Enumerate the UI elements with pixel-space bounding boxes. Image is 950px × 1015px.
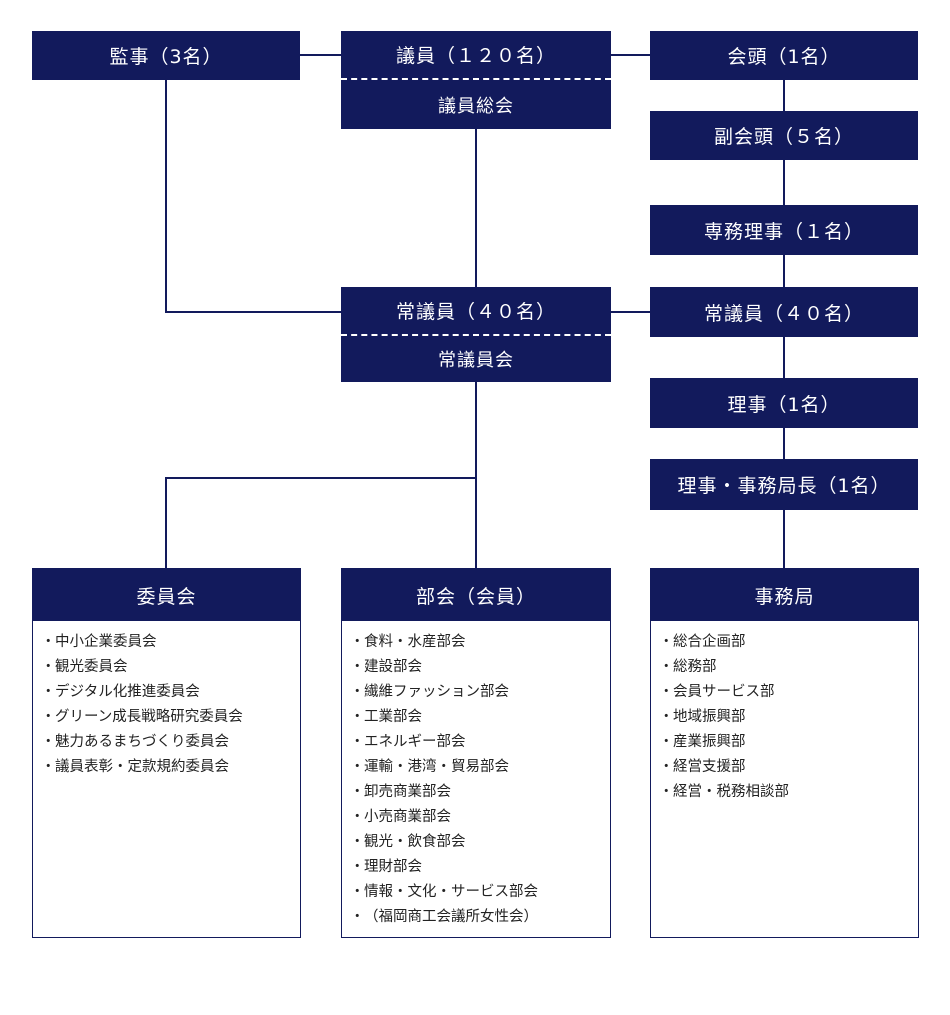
list-item: ・経営支援部 (659, 759, 746, 775)
secretariat-panel: 事務局 ・総合企画部 ・総務部 ・会員サービス部 ・地域振興部 ・産業振興部 ・… (650, 568, 919, 938)
committees-title: 委員会 (33, 569, 300, 621)
list-item: ・繊維ファッション部会 (350, 684, 509, 700)
vice-chairman-label: 副会頭（５名） (713, 126, 854, 148)
list-item: ・情報・文化・サービス部会 (350, 884, 538, 900)
list-item: ・運輸・港湾・貿易部会 (350, 759, 509, 775)
list-item: ・（福岡商工会議所女性会） (350, 909, 538, 925)
list-item: ・産業振興部 (659, 734, 746, 750)
list-item: ・デジタル化推進委員会 (41, 684, 200, 700)
list-item: ・魅力あるまちづくり委員会 (41, 734, 229, 750)
chairman-label: 会頭（1名） (727, 46, 841, 68)
list-item: ・経営・税務相談部 (659, 784, 789, 800)
list-item: ・エネルギー部会 (350, 734, 466, 750)
list-item: ・中小企業委員会 (41, 634, 157, 650)
council-divider (341, 78, 611, 80)
list-item: ・地域振興部 (659, 709, 746, 725)
list-item: ・総合企画部 (659, 634, 746, 650)
list-item: ・観光委員会 (41, 659, 128, 675)
standing-divider (341, 334, 611, 336)
list-item: ・総務部 (659, 659, 717, 675)
secretariat-title: 事務局 (651, 569, 918, 621)
list-item: ・理財部会 (350, 859, 422, 875)
council-assembly-label: 議員総会 (438, 95, 514, 117)
line-auditors-standing (165, 80, 341, 313)
list-item: ・会員サービス部 (659, 684, 775, 700)
committees-panel: 委員会 ・中小企業委員会 ・観光委員会 ・デジタル化推進委員会 ・グリーン成長戦… (32, 568, 301, 938)
list-item: ・グリーン成長戦略研究委員会 (41, 709, 243, 725)
standing-members-label: 常議員（４０名） (395, 301, 556, 323)
list-item: ・観光・飲食部会 (350, 834, 466, 850)
secretariat-list: ・総合企画部 ・総務部 ・会員サービス部 ・地域振興部 ・産業振興部 ・経営支援… (651, 621, 918, 805)
vice-chairman-box: 副会頭（５名） (650, 111, 918, 160)
director-secretary-general-box: 理事・事務局長（1名） (650, 459, 918, 510)
standing-members-right-label: 常議員（４０名） (703, 302, 864, 325)
line-branch-committees (165, 477, 476, 568)
chairman-box: 会頭（1名） (650, 31, 918, 80)
standing-assembly-label: 常議員会 (438, 350, 514, 371)
list-item: ・工業部会 (350, 709, 422, 725)
list-item: ・議員表彰・定款規約委員会 (41, 759, 229, 775)
divisions-panel: 部会（会員） ・食料・水産部会 ・建設部会 ・繊維ファッション部会 ・工業部会 … (341, 568, 611, 938)
director-label: 理事（1名） (727, 393, 841, 416)
standing-members-right-box: 常議員（４０名） (650, 287, 918, 337)
divisions-list: ・食料・水産部会 ・建設部会 ・繊維ファッション部会 ・工業部会 ・エネルギー部… (342, 621, 610, 930)
director-secretary-general-label: 理事・事務局長（1名） (677, 475, 891, 497)
senior-managing-director-label: 専務理事（１名） (703, 220, 864, 243)
list-item: ・建設部会 (350, 659, 422, 675)
auditors-box: 監事（3名） (32, 31, 300, 80)
committees-list: ・中小企業委員会 ・観光委員会 ・デジタル化推進委員会 ・グリーン成長戦略研究委… (33, 621, 300, 780)
list-item: ・食料・水産部会 (350, 634, 466, 650)
standing-council-box: 常議員（４０名） 常議員会 (341, 287, 611, 382)
divisions-title: 部会（会員） (342, 569, 610, 621)
council-box: 議員（１２０名） 議員総会 (341, 31, 611, 129)
council-members-label: 議員（１２０名） (395, 45, 556, 67)
director-box: 理事（1名） (650, 378, 918, 428)
senior-managing-director-box: 専務理事（１名） (650, 205, 918, 255)
list-item: ・卸売商業部会 (350, 784, 451, 800)
auditors-label: 監事（3名） (109, 46, 223, 68)
list-item: ・小売商業部会 (350, 809, 451, 825)
